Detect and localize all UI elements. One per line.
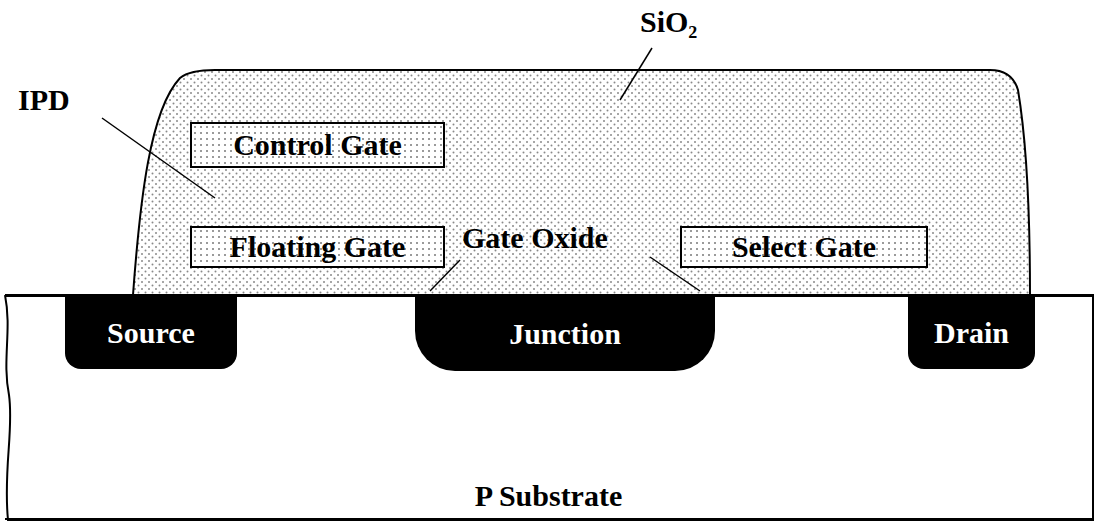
substrate-edge (5, 295, 1094, 520)
region-label: Control Gate (233, 129, 402, 161)
gate-oxide-label: Gate Oxide (462, 222, 608, 254)
leader-line (620, 48, 652, 100)
p-substrate: P Substrate Source Junction Drain (5, 295, 1094, 520)
region-label: Source (107, 317, 195, 349)
region-label: Drain (934, 317, 1009, 349)
region-label: P Substrate (5, 480, 1092, 512)
floating-gate: Floating Gate (190, 226, 445, 268)
junction-region: Junction (415, 297, 715, 371)
region-label: Select Gate (732, 231, 876, 263)
oxide-label: SiO₂ (640, 6, 697, 38)
oxide-dome (133, 70, 1030, 295)
source-region: Source (65, 297, 237, 369)
region-label: Junction (509, 318, 621, 350)
ipd-label: IPD (18, 84, 70, 116)
drain-region: Drain (908, 297, 1035, 369)
region-label: Floating Gate (230, 231, 406, 263)
control-gate: Control Gate (190, 122, 445, 168)
select-gate: Select Gate (680, 226, 928, 268)
